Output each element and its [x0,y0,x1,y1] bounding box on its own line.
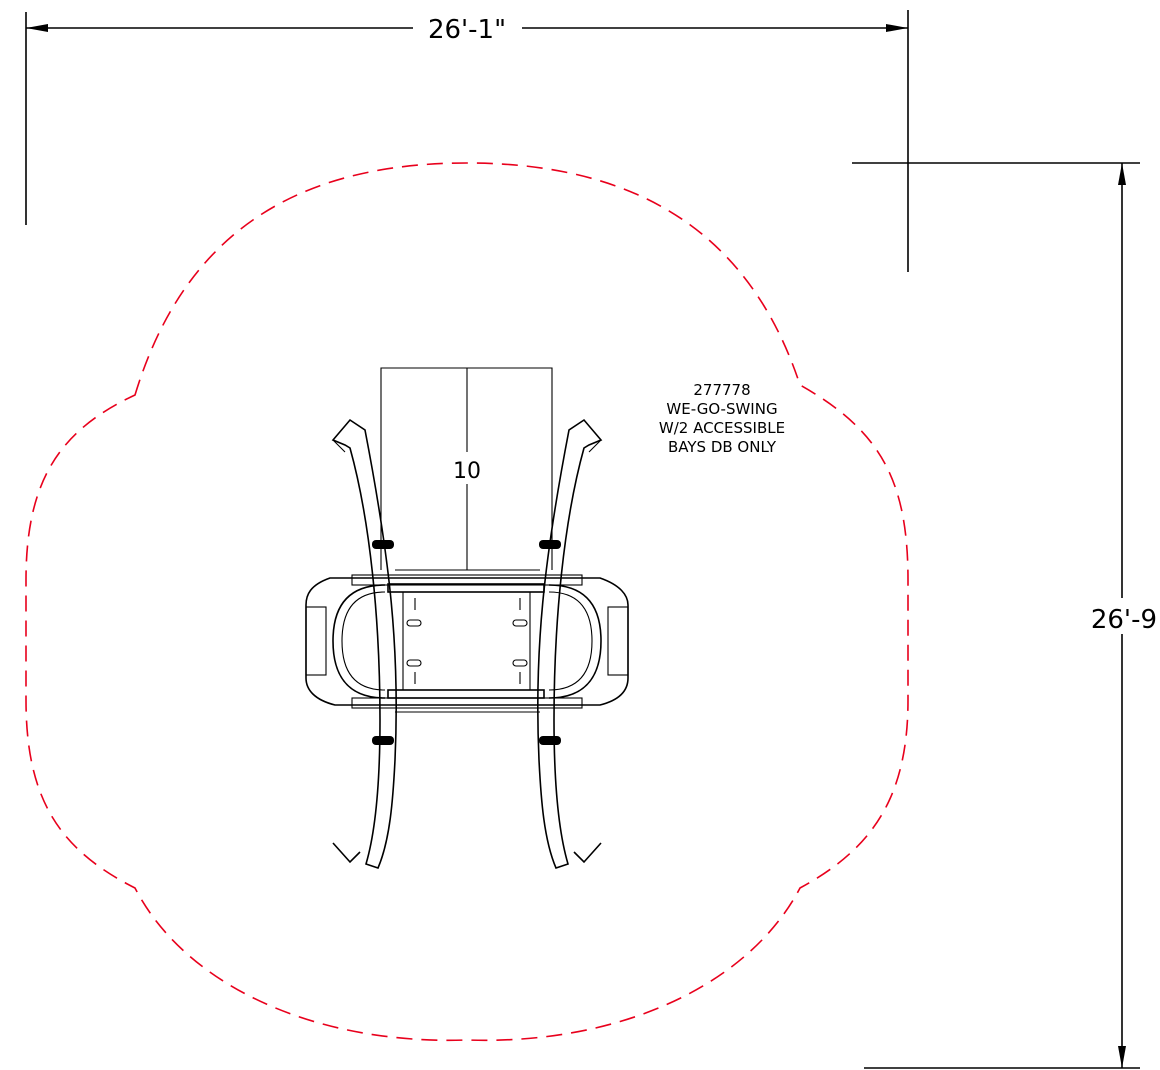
product-label: 277778 WE-GO-SWING W/2 ACCESSIBLE BAYS D… [659,381,785,456]
left-seat-bowl [332,584,386,699]
width-arrow-left [26,24,48,32]
car-outer-body [305,577,629,706]
right-seat-bowl-inner [548,591,593,691]
swing-car [305,569,629,713]
left-platform [305,606,327,676]
floor-bolt-1 [406,619,422,627]
product-number: 277778 [693,381,750,399]
depth-arrow-bottom [1118,1046,1126,1068]
width-arrow-right [886,24,908,32]
clamp-left-top [372,540,394,549]
floor-bolt-3 [512,619,528,627]
right-seat-bowl [548,584,602,699]
clamp-right-bottom [539,736,561,745]
left-leg-top-cap [332,439,346,453]
clamp-left-bottom [372,736,394,745]
use-zone-boundary [25,162,909,1042]
component-10-block: 10 [380,367,553,570]
top-beam [351,574,583,586]
right-leg-bottom-cap [573,842,602,864]
depth-dimension-label: 26'-9 [1091,605,1157,635]
clamp-right-top [539,540,561,549]
right-leg-top-cap [588,439,602,453]
component-number-label: 10 [453,459,481,484]
left-leg-bottom-cap [332,842,361,864]
depth-label-backdrop [1062,598,1160,634]
width-dimension: 26'-1" [25,10,909,272]
product-feature: W/2 ACCESSIBLE [659,419,785,437]
width-dimension-label: 26'-1" [428,15,506,45]
leg-clamps [372,540,561,745]
left-seat-bowl-inner [341,591,386,691]
floor-bolt-2 [406,659,422,667]
right-platform [607,606,629,676]
component-label-backdrop [448,452,486,484]
upper-crossbar [387,583,545,593]
depth-dimension: 26'-9 [852,162,1160,1069]
depth-arrow-top [1118,163,1126,185]
bottom-beam [351,697,583,709]
floor-bolt-4 [512,659,528,667]
product-name: WE-GO-SWING [666,400,777,418]
product-note: BAYS DB ONLY [668,438,777,456]
lower-crossbar [387,689,545,699]
